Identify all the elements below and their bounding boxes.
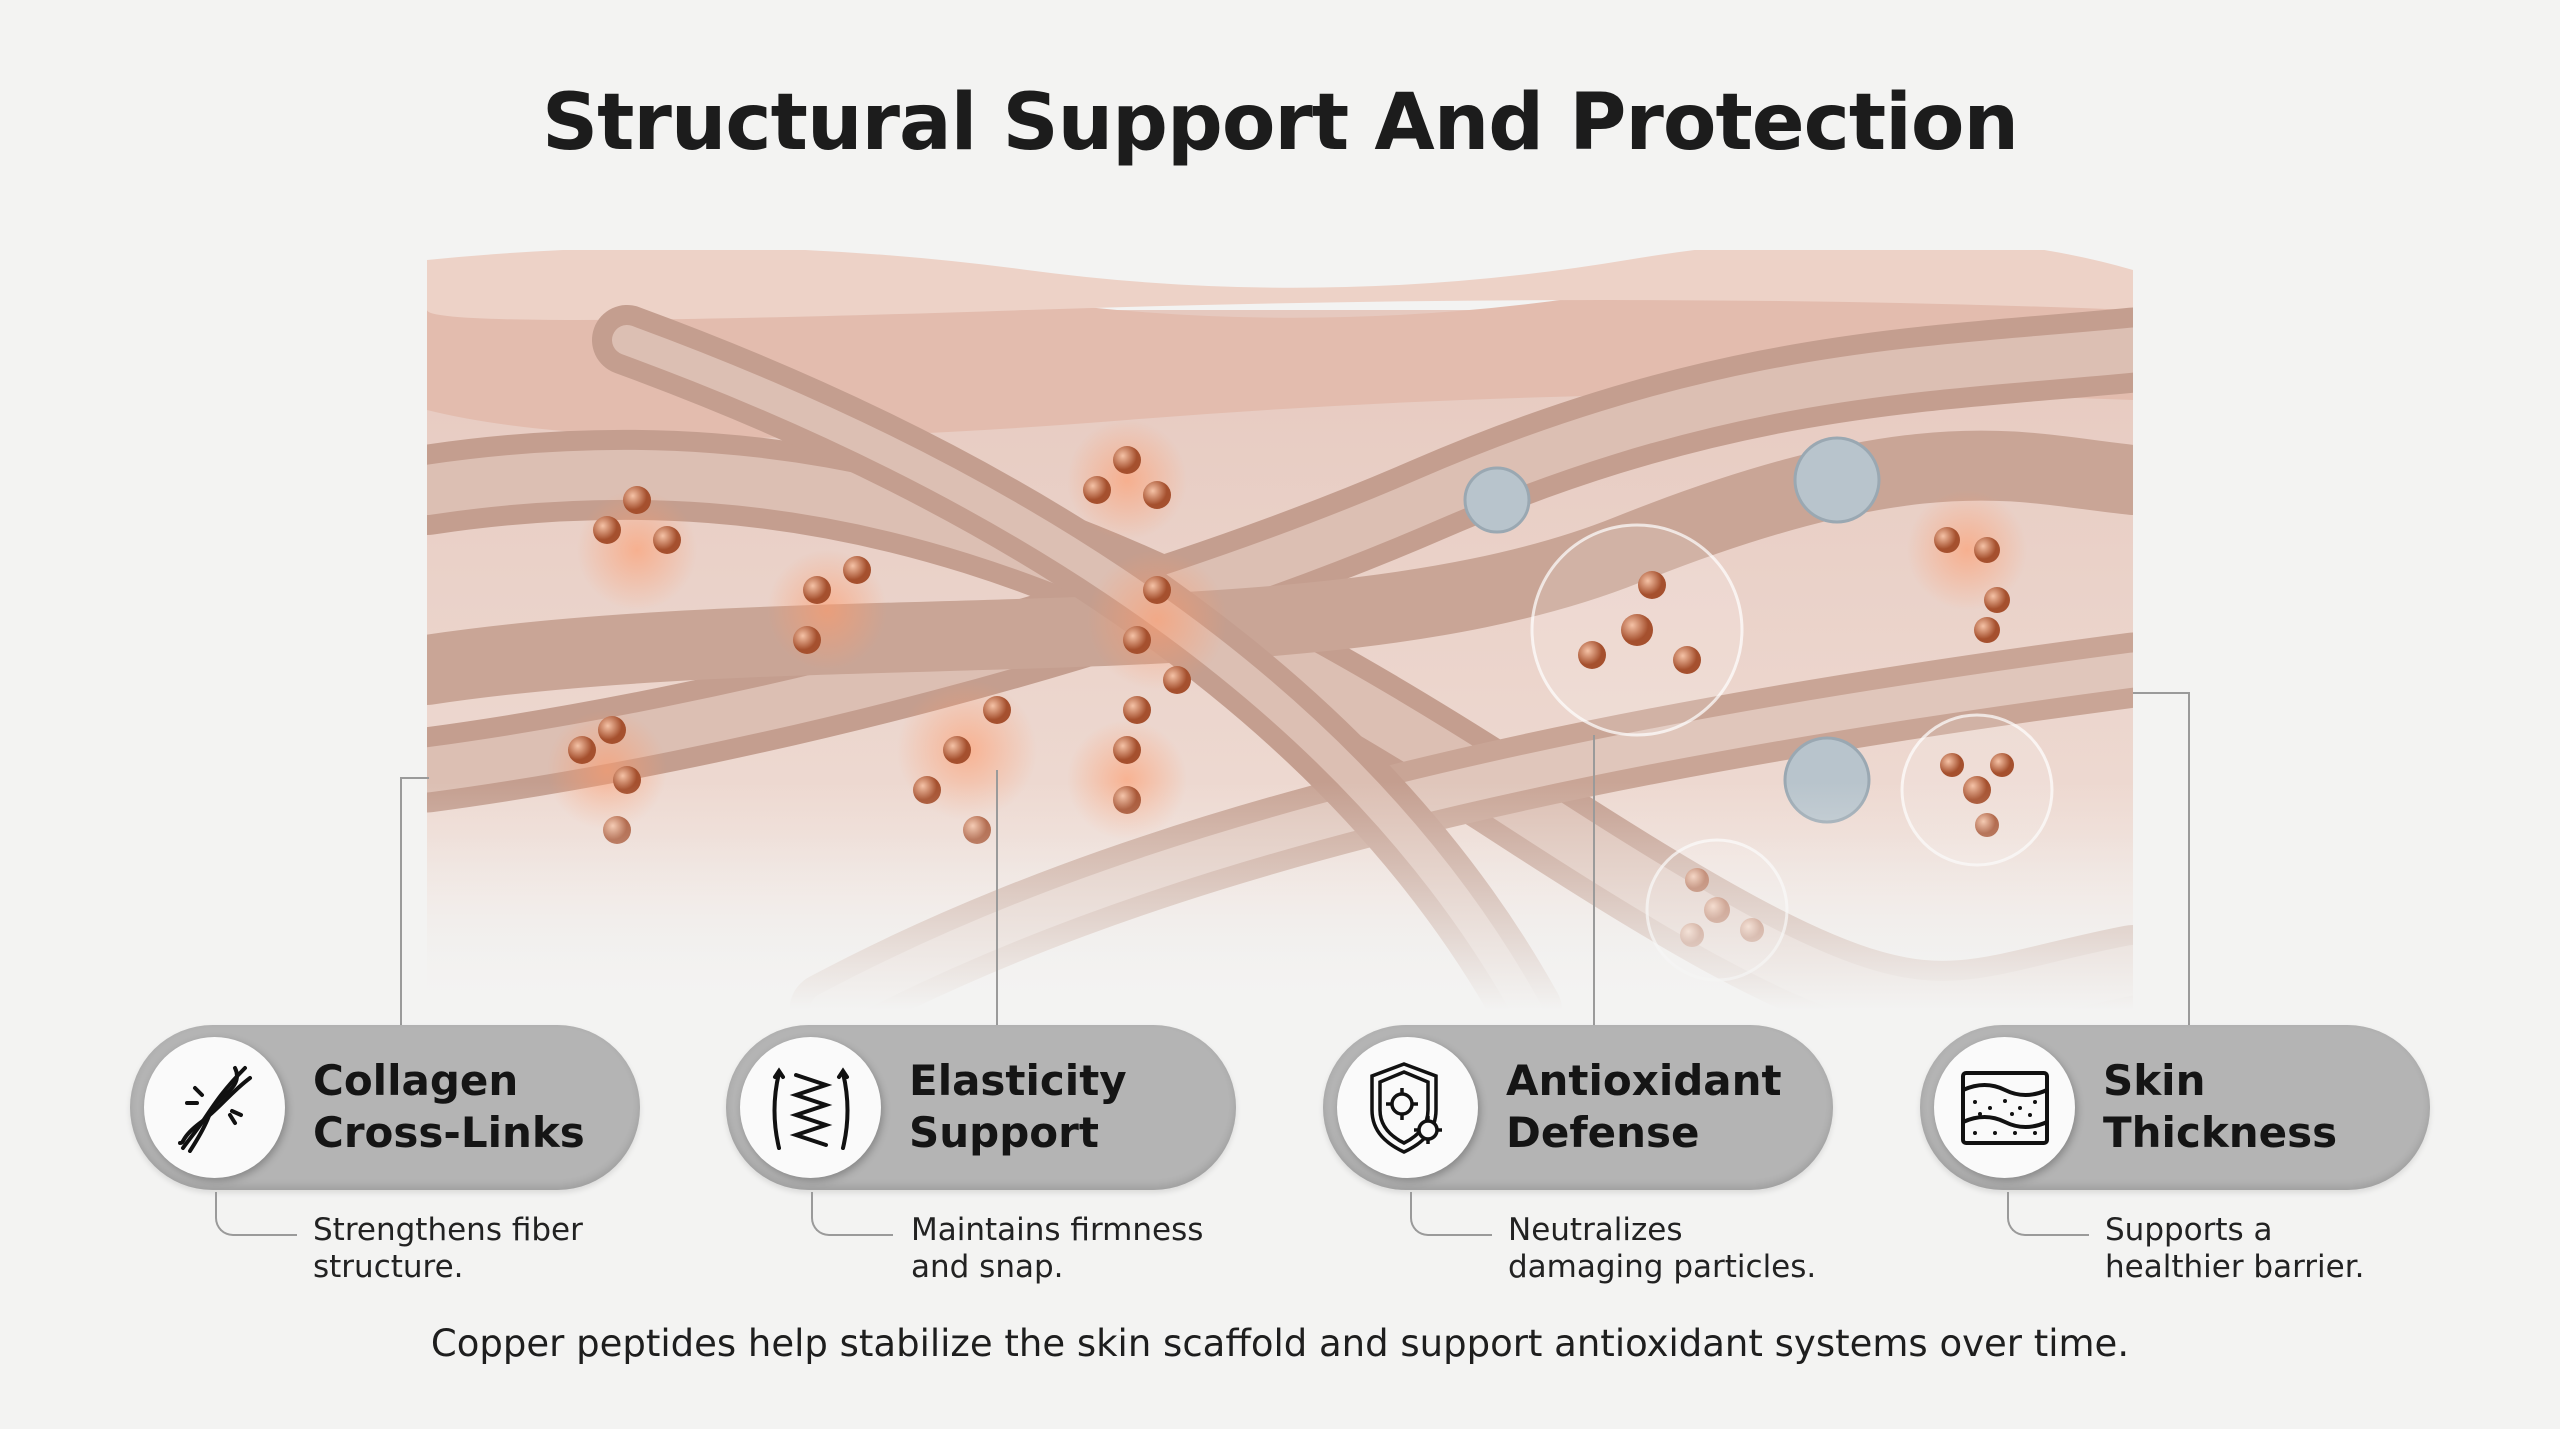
connector-line (215, 1192, 297, 1236)
spring-stretch-icon (740, 1037, 881, 1178)
shield-virus-icon (1337, 1037, 1478, 1178)
benefit-card-elasticity: Elasticity Support (726, 1025, 1236, 1190)
benefit-description: Strengthens fiber structure. (313, 1212, 583, 1285)
footer-caption: Copper peptides help stabilize the skin … (430, 1322, 2130, 1365)
benefit-title: Antioxidant Defense (1506, 1056, 1782, 1157)
connector-line (996, 770, 998, 1025)
benefit-description: Neutralizes damaging particles. (1508, 1212, 1817, 1285)
benefit-description: Maintains firmness and snap. (911, 1212, 1204, 1285)
benefit-card-antioxidant: Antioxidant Defense (1323, 1025, 1833, 1190)
connector-line (811, 1192, 893, 1236)
benefit-card-collagen: Collagen Cross-Links (130, 1025, 640, 1190)
benefit-card-thickness: Skin Thickness (1920, 1025, 2430, 1190)
skin-layers-icon (1934, 1037, 2075, 1178)
benefit-title: Collagen Cross-Links (313, 1056, 585, 1157)
collagen-helix-icon (144, 1037, 285, 1178)
connector-line (2188, 692, 2190, 1027)
connector-line (1410, 1192, 1492, 1236)
page-title: Structural Support And Protection (541, 78, 2019, 168)
benefit-description: Supports a healthier barrier. (2105, 1212, 2365, 1285)
benefit-title: Skin Thickness (2103, 1056, 2338, 1157)
connector-line (400, 777, 429, 1027)
connector-line (1593, 735, 1595, 1025)
skin-cross-section-illustration (427, 250, 2133, 1010)
connector-line (2007, 1192, 2089, 1236)
connector-line (2133, 692, 2189, 694)
benefit-title: Elasticity Support (909, 1056, 1127, 1157)
